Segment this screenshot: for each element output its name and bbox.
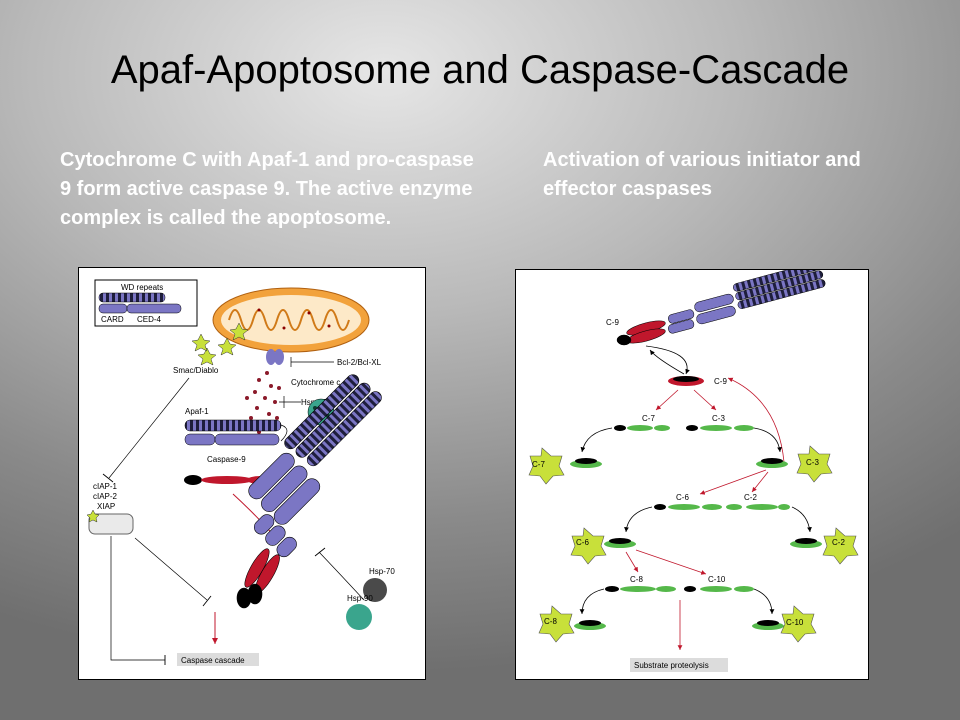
caspase-cascade-box: Caspase cascade bbox=[177, 653, 259, 666]
pro-c8 bbox=[605, 586, 676, 592]
substrate-label: Substrate proteolysis bbox=[634, 661, 709, 670]
c2-active-star bbox=[790, 527, 859, 565]
c10-active-star bbox=[752, 605, 817, 643]
legend-ced-label: CED-4 bbox=[137, 315, 162, 324]
c8-active-star bbox=[538, 605, 606, 643]
legend-wd-label: WD repeats bbox=[121, 283, 163, 292]
c9-label-active: C-9 bbox=[714, 377, 727, 386]
c7-active-star bbox=[528, 447, 602, 485]
smac-label: Smac/Diablo bbox=[173, 366, 219, 375]
apaf1-protein bbox=[184, 419, 288, 446]
pro-c6 bbox=[654, 504, 722, 510]
pro-c3 bbox=[686, 425, 754, 431]
ciap2-label: cIAP-2 bbox=[93, 492, 118, 501]
c3-active-star bbox=[756, 445, 833, 483]
caspase-cascade-label: Caspase cascade bbox=[181, 656, 245, 665]
cytochrome-c-label: Cytochrome c bbox=[291, 378, 340, 387]
ciap1-label: cIAP-1 bbox=[93, 482, 118, 491]
caspase9-label: Caspase-9 bbox=[207, 455, 246, 464]
c7-star-label: C-7 bbox=[532, 460, 545, 469]
c8-star-label: C-8 bbox=[544, 617, 557, 626]
mitochondrion bbox=[212, 287, 370, 353]
pro-c2 bbox=[726, 504, 790, 510]
substrate-proteolysis-box: Substrate proteolysis bbox=[630, 658, 728, 672]
c9-label-top: C-9 bbox=[606, 318, 619, 327]
apoptosome-complex bbox=[236, 374, 382, 609]
hsp70-label: Hsp-70 bbox=[369, 567, 395, 576]
apoptosome-diagram: WD repeats CARD CED-4 Bcl-2/Bcl-XL Smac/… bbox=[86, 279, 395, 666]
bcl2-label: Bcl-2/Bcl-XL bbox=[337, 358, 382, 367]
apaf1-label: Apaf-1 bbox=[185, 407, 209, 416]
c3-label: C-3 bbox=[712, 414, 725, 423]
caption-left: Cytochrome C with Apaf-1 and pro-caspase… bbox=[60, 149, 474, 229]
apoptosome-figure: WD repeats CARD CED-4 Bcl-2/Bcl-XL Smac/… bbox=[78, 267, 426, 680]
caspase-cascade-figure: C-9 C-9 C-7 C-3 C-7 C-3 C-6 C-2 bbox=[515, 261, 869, 680]
c10-label: C-10 bbox=[708, 575, 726, 584]
slide-title: Apaf-Apoptosome and Caspase-Cascade bbox=[110, 48, 850, 92]
c6-active-star bbox=[570, 527, 636, 565]
c6-label: C-6 bbox=[676, 493, 689, 502]
c9-active bbox=[668, 376, 704, 386]
caption-right: Activation of various initiator and effe… bbox=[543, 149, 861, 200]
c2-label: C-2 bbox=[744, 493, 757, 502]
xiap-label: XIAP bbox=[97, 502, 115, 511]
c10-star-label: C-10 bbox=[786, 618, 804, 627]
hsp90-label: Hsp-90 bbox=[347, 594, 373, 603]
hsp70-protein bbox=[363, 578, 387, 602]
c6-star-label: C-6 bbox=[576, 538, 589, 547]
iap-protein bbox=[86, 509, 134, 535]
pro-c10 bbox=[684, 586, 754, 592]
apoptosome-small bbox=[616, 261, 826, 346]
caspase-cascade-diagram: C-9 C-9 C-7 C-3 C-7 C-3 C-6 C-2 bbox=[528, 261, 859, 672]
bcl2-protein bbox=[266, 349, 284, 365]
legend-card-label: CARD bbox=[101, 315, 124, 324]
smac-stars bbox=[191, 322, 249, 366]
legend-box: WD repeats CARD CED-4 bbox=[94, 279, 198, 327]
c8-label: C-8 bbox=[630, 575, 643, 584]
c7-label: C-7 bbox=[642, 414, 655, 423]
c2-star-label: C-2 bbox=[832, 538, 845, 547]
pro-c7 bbox=[614, 425, 670, 431]
c3-star-label: C-3 bbox=[806, 458, 819, 467]
hsp90-protein bbox=[346, 604, 372, 630]
